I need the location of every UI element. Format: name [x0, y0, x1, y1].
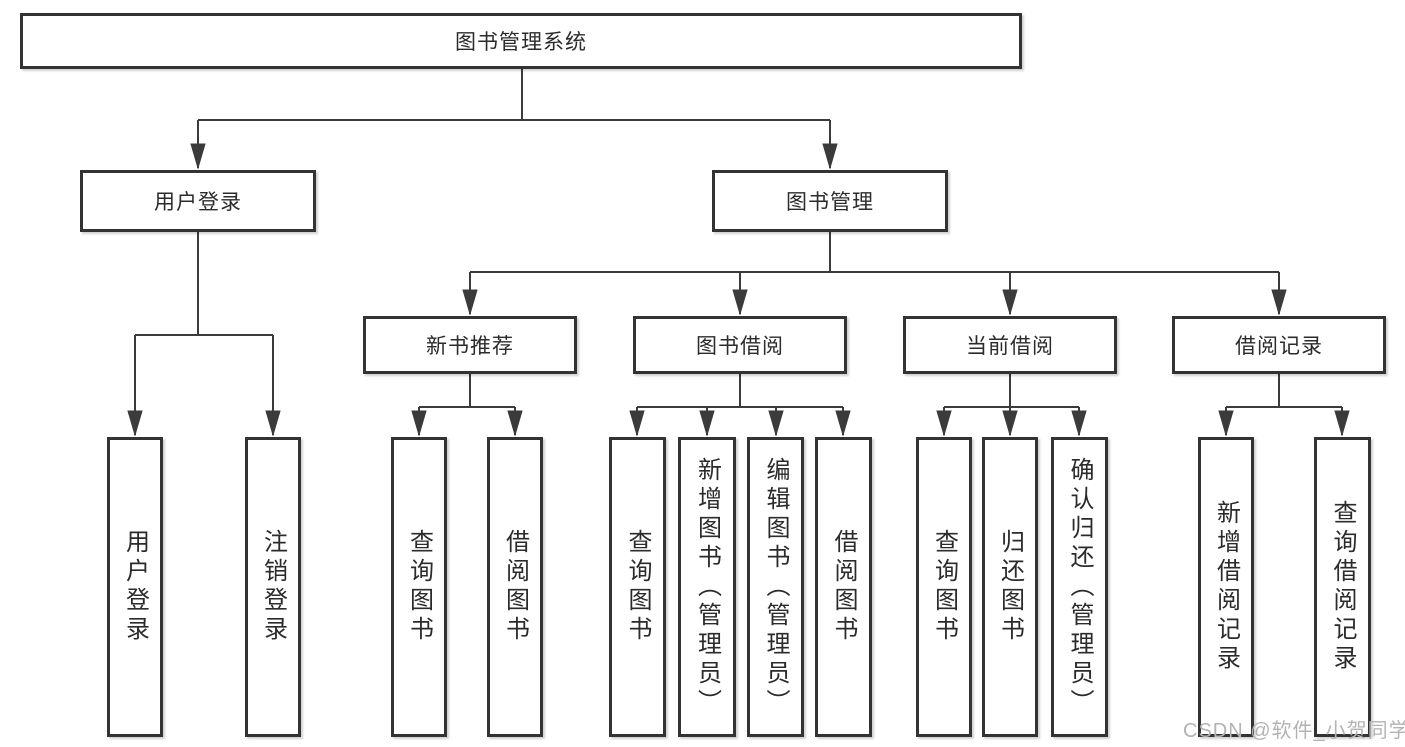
leaf-edit-books-admin: 编辑图书（管理员）	[747, 437, 804, 737]
leaf-query-books-recommendation: 查询图书	[391, 437, 447, 737]
node-label: 图书借阅	[696, 335, 784, 358]
leaf-user-login: 用户登录	[107, 437, 163, 737]
leaf-label: 查询图书	[930, 529, 958, 645]
leaf-query-books-borrowing: 查询图书	[609, 437, 666, 737]
leaf-label: 新增借阅记录	[1212, 500, 1240, 674]
leaf-confirm-return-admin: 确认归还（管理员）	[1051, 437, 1108, 737]
leaf-label: 注销登录	[259, 529, 287, 645]
node-new-book-recommendation: 新书推荐	[363, 316, 577, 374]
node-library-management-system: 图书管理系统	[20, 13, 1022, 69]
node-label: 图书管理	[786, 191, 874, 214]
leaf-label: 确认归还（管理员）	[1066, 456, 1093, 718]
leaf-borrow-books-recommendation: 借阅图书	[487, 437, 543, 737]
leaf-logout-login: 注销登录	[245, 437, 301, 737]
node-label: 当前借阅	[966, 335, 1054, 358]
leaf-label: 借阅图书	[501, 529, 529, 645]
leaf-query-borrow-record: 查询借阅记录	[1314, 437, 1371, 737]
node-label: 图书管理系统	[455, 31, 587, 54]
csdn-watermark: CSDN @软件_小贺同学	[1183, 720, 1405, 742]
node-book-management: 图书管理	[712, 170, 948, 232]
leaf-add-books-admin: 新增图书（管理员）	[678, 437, 736, 737]
leaf-label: 查询图书	[624, 529, 651, 645]
leaf-label: 编辑图书（管理员）	[762, 456, 789, 718]
leaf-label: 归还图书	[996, 529, 1024, 645]
leaf-label: 查询借阅记录	[1329, 500, 1356, 674]
node-label: 借阅记录	[1235, 335, 1323, 358]
node-current-borrowing: 当前借阅	[903, 316, 1117, 374]
node-book-borrowing: 图书借阅	[633, 316, 847, 374]
leaf-label: 新增图书（管理员）	[693, 456, 721, 718]
node-label: 新书推荐	[426, 335, 514, 358]
leaf-return-books: 归还图书	[982, 437, 1038, 737]
node-label: 用户登录	[154, 191, 242, 214]
leaf-label: 用户登录	[121, 529, 149, 645]
leaf-borrow-books-borrowing: 借阅图书	[815, 437, 872, 737]
leaf-add-borrow-record: 新增借阅记录	[1198, 437, 1254, 737]
leaf-label: 查询图书	[405, 529, 433, 645]
node-user-login: 用户登录	[80, 170, 316, 232]
leaf-query-books-current: 查询图书	[916, 437, 972, 737]
node-borrowing-records: 借阅记录	[1172, 316, 1386, 374]
leaf-label: 借阅图书	[830, 529, 857, 645]
